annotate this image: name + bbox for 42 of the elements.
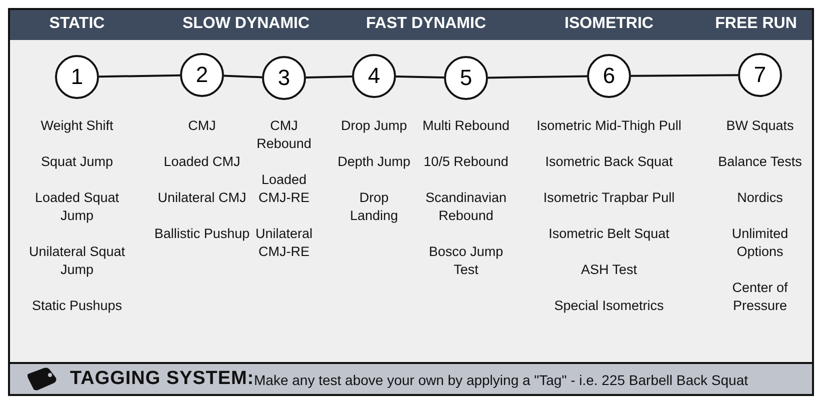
connector-line — [631, 74, 738, 77]
connector-line — [396, 75, 444, 79]
column-heading: SLOW DYNAMIC — [182, 14, 310, 34]
connector-line — [224, 74, 262, 78]
test-name: Bosco Jump Test — [428, 243, 504, 279]
test-name: Static Pushups — [32, 297, 122, 315]
test-name: Drop Landing — [348, 189, 400, 225]
column-heading: STATIC — [49, 14, 105, 34]
test-name: Loaded Squat Jump — [34, 189, 120, 225]
test-name: Unlimited Options — [730, 225, 790, 261]
test-name: Scandinavian Rebound — [424, 189, 508, 225]
column-heading: ISOMETRIC — [564, 14, 654, 34]
test-name: Special Isometrics — [554, 297, 664, 315]
connector-line — [488, 75, 588, 79]
column-heading: FAST DYNAMIC — [366, 14, 486, 34]
test-name: Isometric Mid-Thigh Pull — [536, 117, 682, 135]
test-name: Squat Jump — [40, 153, 114, 171]
connector-line — [98, 74, 180, 78]
footer-heading: TAGGING SYSTEM: — [70, 368, 254, 390]
test-name: Isometric Trapbar Pull — [543, 189, 675, 207]
test-name: Drop Jump — [340, 117, 408, 135]
test-name: Ballistic Pushup — [154, 225, 250, 243]
test-name: ASH Test — [580, 261, 638, 279]
test-name: Multi Rebound — [422, 117, 510, 135]
test-name: Center of Pressure — [731, 279, 789, 315]
test-name: Loaded CMJ — [164, 153, 240, 171]
test-name: 10/5 Rebound — [424, 153, 508, 171]
footer-note: Make any test above your own by applying a "Tag" - i.e. 225 Barbell Back Squat — [254, 371, 748, 389]
test-name: CMJ — [188, 117, 216, 135]
test-name: Nordics — [737, 189, 783, 207]
test-name: Depth Jump — [338, 153, 410, 171]
test-name: CMJ Rebound — [256, 117, 312, 153]
column-heading: FREE RUN — [715, 14, 797, 34]
test-name: BW Squats — [726, 117, 794, 135]
test-name: Unilateral Squat Jump — [28, 243, 126, 279]
test-name: Loaded CMJ-RE — [258, 171, 310, 207]
test-name: Isometric Belt Squat — [548, 225, 670, 243]
test-name: Isometric Back Squat — [545, 153, 673, 171]
test-name: Weight Shift — [40, 117, 114, 135]
connector-line — [306, 76, 352, 78]
test-name: Balance Tests — [718, 153, 802, 171]
test-name: Unilateral CMJ — [158, 189, 246, 207]
